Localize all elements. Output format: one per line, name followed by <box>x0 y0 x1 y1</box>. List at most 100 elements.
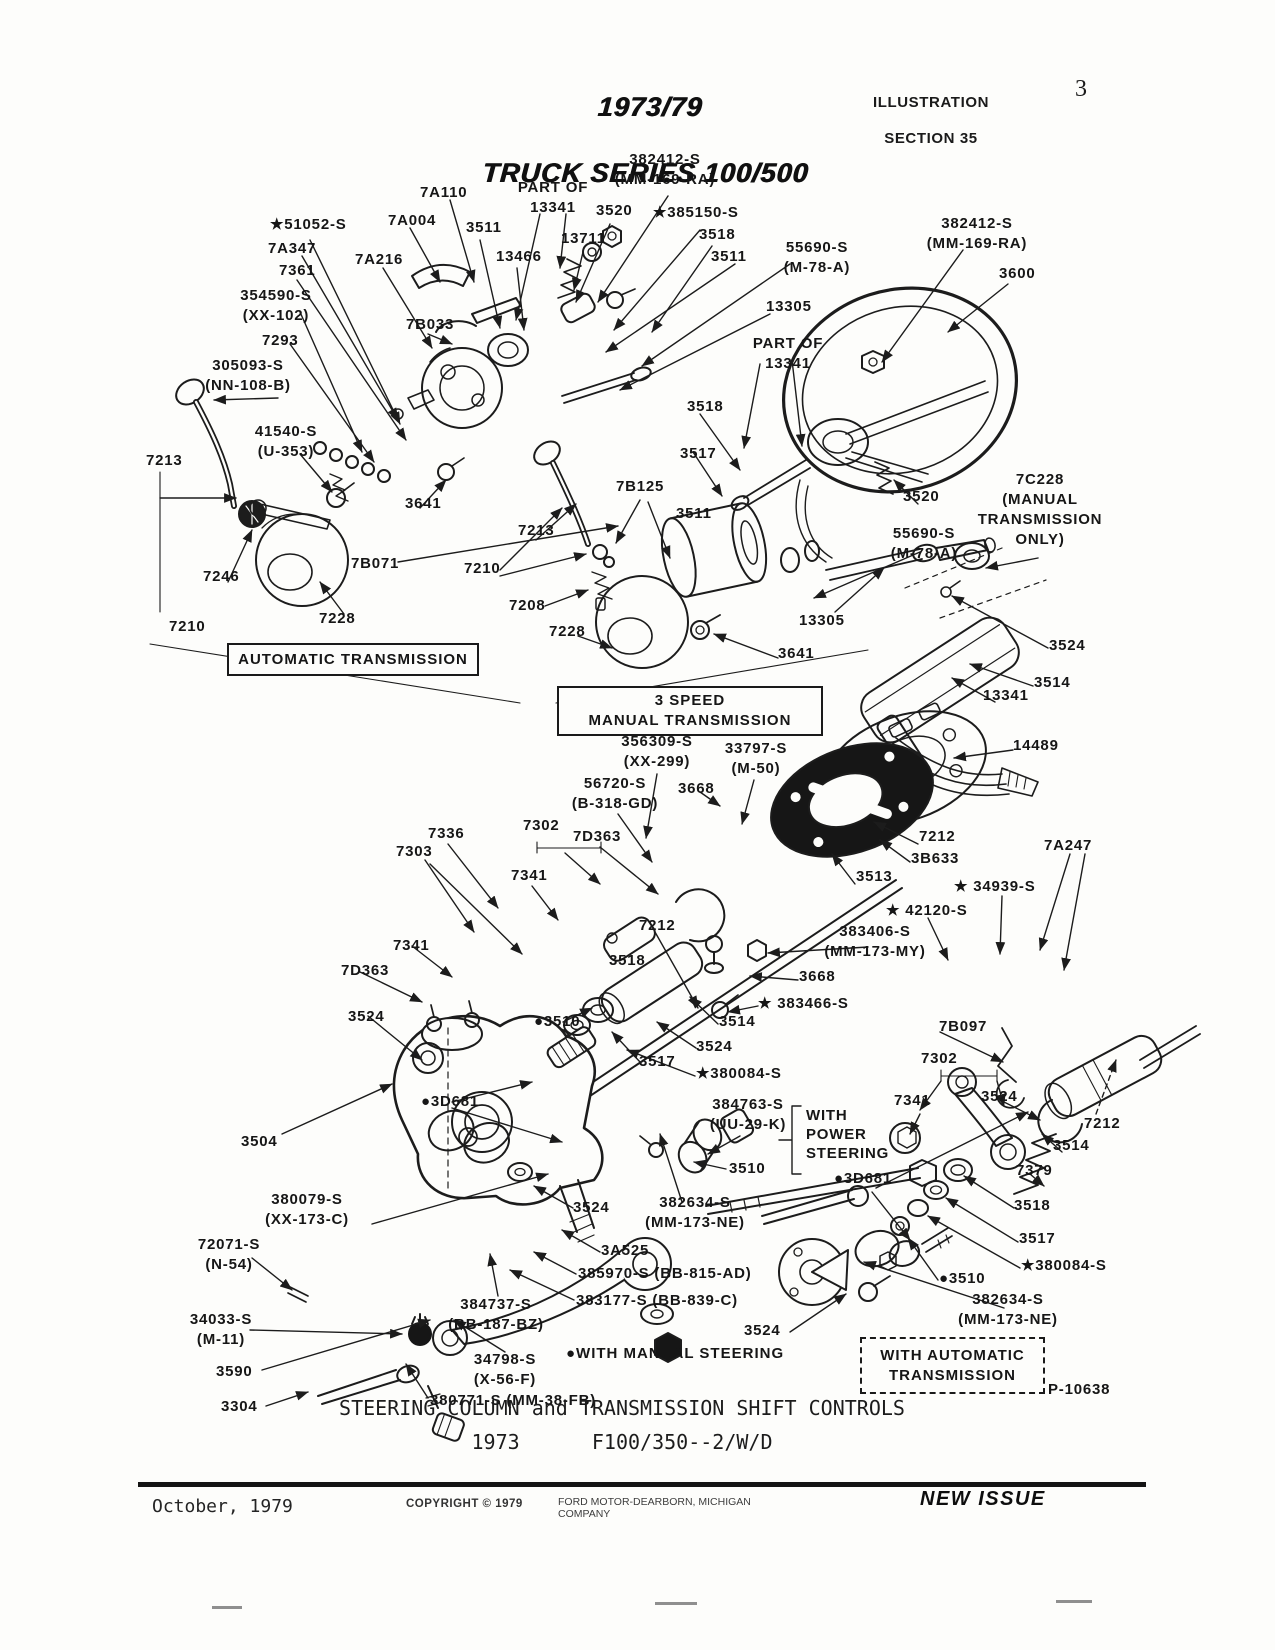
part-label: 382634-S (MM-173-NE) <box>958 1291 1058 1328</box>
pitman-arm-linkage <box>287 1042 937 1442</box>
part-label: 7C228 (MANUAL TRANSMISSION ONLY) <box>977 471 1103 548</box>
part-label: ★51052-S <box>270 216 347 233</box>
footer-copyright: COPYRIGHT © 1979 <box>406 1498 523 1510</box>
section-line1: ILLUSTRATION <box>872 94 990 111</box>
part-label: ★380084-S <box>1021 1257 1107 1274</box>
upper-column-cluster <box>313 225 652 508</box>
part-label: ★385150-S <box>653 204 739 221</box>
part-label: ★ 383466-S <box>758 995 849 1012</box>
part-label: 7D363 <box>341 962 390 979</box>
title-line1: 1973/79 <box>596 92 704 122</box>
part-label: 3511 <box>466 219 502 236</box>
with-manual-steering-note: ●WITH MANUAL STEERING <box>566 1345 785 1362</box>
part-label: 7246 <box>203 568 240 585</box>
part-label: 7A216 <box>355 251 404 268</box>
part-label: 305093-S (NN-108-B) <box>205 357 291 394</box>
part-label: 7212 <box>919 828 956 845</box>
part-label: 56720-S (B-318-GD) <box>571 775 659 812</box>
part-label: 3511 <box>676 505 712 522</box>
part-label: PART OF 13341 <box>517 179 589 216</box>
part-label: 34033-S (M-11) <box>189 1311 253 1348</box>
part-label: ●3D681 <box>834 1170 893 1187</box>
footer-company-line2: COMPANY <box>558 1507 611 1520</box>
part-label: 380079-S (XX-173-C) <box>265 1191 349 1228</box>
part-label: 3520 <box>903 488 940 505</box>
part-label: 382634-S (MM-173-NE) <box>645 1194 745 1231</box>
part-label: 385970-S (BB-815-AD) <box>578 1265 752 1282</box>
part-label: 7228 <box>319 610 356 627</box>
part-label: ★ 42120-S <box>886 902 968 919</box>
plate-number: P-10638 <box>1048 1381 1111 1398</box>
part-label: 384737-S (BB-187-BZ) <box>448 1296 544 1333</box>
part-label: 14489 <box>1013 737 1059 754</box>
part-label: 7B125 <box>616 478 665 495</box>
toe-plate <box>770 702 987 858</box>
part-label: 7303 <box>396 843 433 860</box>
part-label: 3520 <box>596 202 633 219</box>
part-label: 3517 <box>1019 1230 1056 1247</box>
footer-company: FORD MOTOR-DEARBORN, MICHIGAN COMPANY <box>558 1496 751 1520</box>
part-label: 72071-S (N-54) <box>197 1236 261 1273</box>
part-label: 7341 <box>511 867 548 884</box>
part-label: 3517 <box>639 1053 676 1070</box>
part-label: 383406-S (MM-173-MY) <box>824 923 926 960</box>
with-power-steering-note: WITH POWER STEERING <box>806 1107 890 1162</box>
section-line2: SECTION 35 <box>884 130 978 147</box>
scan-artifact <box>655 1602 697 1605</box>
part-label: 3514 <box>719 1013 756 1030</box>
part-label: 3514 <box>1034 674 1071 691</box>
part-label: 7302 <box>523 817 560 834</box>
three-speed-manual-transmission-box: 3 SPEED MANUAL TRANSMISSION <box>557 686 823 736</box>
part-label: 7A004 <box>388 212 437 229</box>
part-label: 7D363 <box>573 828 622 845</box>
part-label: 3514 <box>1053 1137 1090 1154</box>
automatic-transmission-box: AUTOMATIC TRANSMISSION <box>227 643 479 676</box>
part-label: 3518 <box>609 952 646 969</box>
diagram-caption: STEERING COLUMN and TRANSMISSION SHIFT C… <box>339 1396 905 1420</box>
diagram-subcaption: 1973 F100/350--2/W/D <box>471 1430 773 1454</box>
part-label: 7A110 <box>420 184 468 201</box>
part-label: ●3D681 <box>421 1093 480 1110</box>
part-label: 7302 <box>921 1050 958 1067</box>
part-label: 3668 <box>799 968 836 985</box>
part-label: 383177-S (BB-839-C) <box>576 1292 738 1309</box>
part-label: 382412-S (MM-169-RA) <box>926 215 1028 252</box>
part-label: 7341 <box>393 937 430 954</box>
part-label: ★380084-S <box>696 1065 782 1082</box>
part-label: 33797-S (M-50) <box>724 740 788 777</box>
page-number: 3 <box>1075 76 1087 102</box>
part-label: 7361 <box>279 262 316 279</box>
part-label: 13466 <box>496 248 542 265</box>
part-label: 3524 <box>1049 637 1086 654</box>
part-label: 354590-S (XX-102) <box>240 287 312 324</box>
scan-artifact <box>212 1606 242 1609</box>
part-label: 7B033 <box>406 316 455 333</box>
part-label: 7A247 <box>1044 837 1093 854</box>
footer-date: October, 1979 <box>152 1496 293 1517</box>
part-label: 3641 <box>405 495 442 512</box>
part-label: 3524 <box>573 1199 610 1216</box>
part-label: 7208 <box>509 597 546 614</box>
part-label: 380771-S (MM-38-FB) <box>430 1392 597 1409</box>
part-label: 7212 <box>639 917 676 934</box>
part-label: 7228 <box>549 623 586 640</box>
part-label: 41540-S (U-353) <box>254 423 318 460</box>
part-label: 3511 <box>711 248 747 265</box>
lower-right-cluster <box>778 1025 1201 1306</box>
part-label: 3A525 <box>601 1242 650 1259</box>
part-label: 7B097 <box>939 1018 988 1035</box>
part-label: 3524 <box>348 1008 385 1025</box>
part-label: 7336 <box>428 825 465 842</box>
part-label: 3518 <box>687 398 724 415</box>
part-label: 3510 <box>729 1160 766 1177</box>
part-label: ●3510 <box>534 1013 581 1030</box>
footer-company-line1: FORD MOTOR-DEARBORN, MICHIGAN <box>558 1496 751 1508</box>
section-label: ILLUSTRATION SECTION 35 <box>873 76 989 166</box>
part-label: 7210 <box>464 560 501 577</box>
part-label: 3524 <box>744 1322 781 1339</box>
part-label: ★ 34939-S <box>954 878 1036 895</box>
part-label: 3524 <box>981 1088 1018 1105</box>
part-label: 7341 <box>894 1092 931 1109</box>
